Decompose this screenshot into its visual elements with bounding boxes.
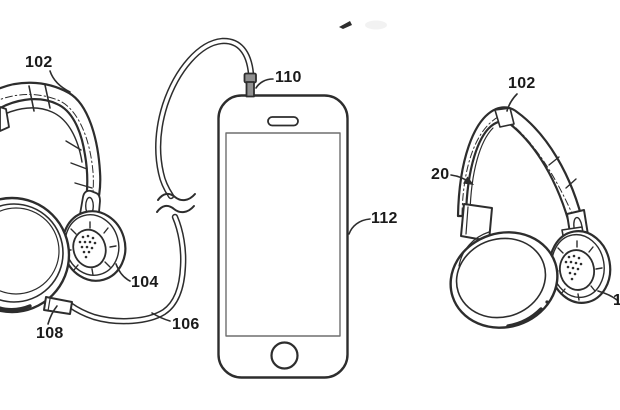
ref-label-right-headphones: 102 bbox=[508, 76, 536, 92]
ref-label-left-headphones: 102 bbox=[25, 55, 53, 71]
phone-body bbox=[219, 96, 348, 378]
ref-label-media-player: 112 bbox=[371, 211, 398, 227]
audio-plug bbox=[245, 74, 257, 97]
cable-strain-relief bbox=[44, 297, 72, 314]
media-player-drawing bbox=[219, 74, 348, 378]
scan-artifacts bbox=[339, 21, 387, 30]
ref-label-left-earcup: 104 bbox=[131, 275, 159, 291]
left-headband bbox=[0, 83, 100, 209]
wired-headphones-drawing bbox=[0, 83, 133, 312]
leader-112 bbox=[349, 219, 370, 234]
ref-label-cable: 106 bbox=[172, 317, 200, 333]
right-headband bbox=[458, 107, 584, 241]
ref-label-right-earcup-clipped: 1 bbox=[613, 293, 620, 309]
ref-label-connector-plug: 110 bbox=[275, 70, 302, 86]
left-front-earcup bbox=[0, 198, 69, 312]
scan-artifact-mark bbox=[339, 21, 352, 29]
wireless-headphones-drawing bbox=[438, 107, 616, 341]
ref-label-headband: 20 bbox=[431, 167, 449, 183]
leader-110 bbox=[256, 79, 273, 88]
cable-break-symbol bbox=[157, 194, 195, 212]
ref-label-cable-attachment: 108 bbox=[36, 326, 64, 342]
right-front-earcup bbox=[438, 219, 570, 342]
